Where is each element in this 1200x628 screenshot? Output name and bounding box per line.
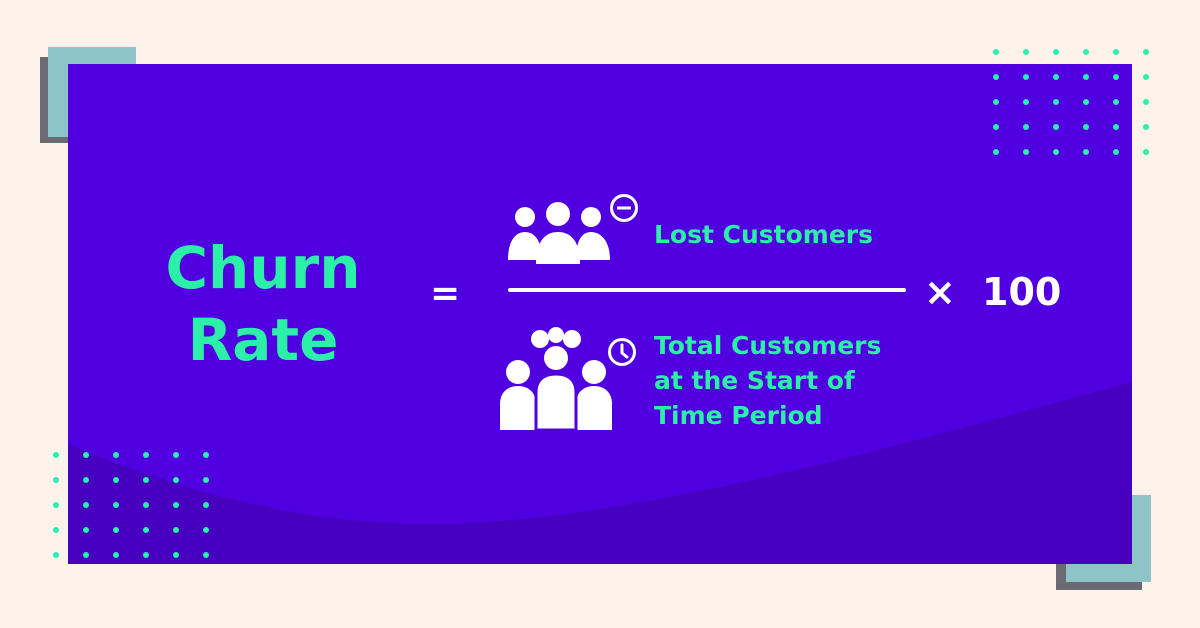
decor-dot xyxy=(993,74,999,80)
equals-sign: = xyxy=(430,273,461,314)
decor-dot xyxy=(1083,124,1089,130)
decor-dot xyxy=(53,527,59,533)
decor-dot xyxy=(1023,99,1029,105)
decor-dot xyxy=(1143,124,1149,130)
multiplier-value: 100 xyxy=(982,270,1062,314)
decor-dot xyxy=(83,477,89,483)
decor-dot xyxy=(1113,99,1119,105)
decor-dot xyxy=(1113,74,1119,80)
decor-dot xyxy=(993,124,999,130)
decor-dot xyxy=(1023,149,1029,155)
decor-dot xyxy=(203,452,209,458)
decor-dot xyxy=(113,452,119,458)
decor-dot xyxy=(993,149,999,155)
title-line-2: Rate xyxy=(187,306,339,374)
decor-dot xyxy=(53,552,59,558)
decor-dot xyxy=(1053,74,1059,80)
decor-dot xyxy=(113,552,119,558)
decor-dot xyxy=(993,99,999,105)
decor-dot xyxy=(1143,149,1149,155)
decor-dot xyxy=(53,452,59,458)
decor-dot xyxy=(1053,99,1059,105)
decor-dot xyxy=(1023,124,1029,130)
decor-dot xyxy=(1143,74,1149,80)
wave-shape xyxy=(68,382,1132,564)
decor-dot xyxy=(113,477,119,483)
decor-dot xyxy=(203,502,209,508)
decor-dot xyxy=(173,527,179,533)
decor-dot xyxy=(83,527,89,533)
dot-pattern-bottom-left xyxy=(53,452,209,558)
decor-dot xyxy=(53,477,59,483)
decor-dot xyxy=(1143,99,1149,105)
decor-dot xyxy=(203,527,209,533)
decor-dot xyxy=(1143,49,1149,55)
decor-dot xyxy=(1113,149,1119,155)
title-line-1: Churn xyxy=(165,234,361,302)
decor-dot xyxy=(1023,74,1029,80)
decor-dot xyxy=(83,502,89,508)
formula-title: Churn Rate xyxy=(128,232,398,376)
crowd-icon xyxy=(500,327,612,430)
decor-dot xyxy=(143,552,149,558)
decor-dot xyxy=(1053,149,1059,155)
decor-dot xyxy=(143,527,149,533)
decor-dot xyxy=(173,552,179,558)
decor-dot xyxy=(1083,149,1089,155)
decor-dot xyxy=(1113,49,1119,55)
decor-dot xyxy=(113,502,119,508)
decor-dot xyxy=(1053,49,1059,55)
decor-dot xyxy=(1053,124,1059,130)
decor-dot xyxy=(83,452,89,458)
decor-dot xyxy=(143,477,149,483)
denominator-line-1: Total Customers xyxy=(654,331,882,360)
formula-card: Churn Rate = Lost Customers × 100 xyxy=(68,64,1132,564)
decor-dot xyxy=(173,502,179,508)
decor-dot xyxy=(143,502,149,508)
fraction-bar xyxy=(508,288,906,292)
denominator-line-3: Time Period xyxy=(654,401,823,430)
people-group-icon xyxy=(508,202,610,264)
clock-icon xyxy=(608,338,636,366)
decor-dot xyxy=(113,527,119,533)
decor-dot xyxy=(173,452,179,458)
decor-dot xyxy=(993,49,999,55)
decor-dot xyxy=(173,477,179,483)
decor-dot xyxy=(1083,49,1089,55)
denominator-label: Total Customers at the Start of Time Per… xyxy=(654,328,881,433)
decor-dot xyxy=(203,477,209,483)
multiply-sign: × xyxy=(924,270,956,314)
decor-dot xyxy=(143,452,149,458)
numerator-label: Lost Customers xyxy=(654,220,874,249)
decor-dot xyxy=(203,552,209,558)
decor-dot xyxy=(53,502,59,508)
decor-dot xyxy=(1023,49,1029,55)
decor-dot xyxy=(83,552,89,558)
minus-circle-icon xyxy=(610,194,638,222)
denominator-line-2: at the Start of xyxy=(654,366,855,395)
decor-dot xyxy=(1113,124,1119,130)
dot-pattern-top-right xyxy=(993,49,1149,155)
decor-dot xyxy=(1083,99,1089,105)
decor-dot xyxy=(1083,74,1089,80)
